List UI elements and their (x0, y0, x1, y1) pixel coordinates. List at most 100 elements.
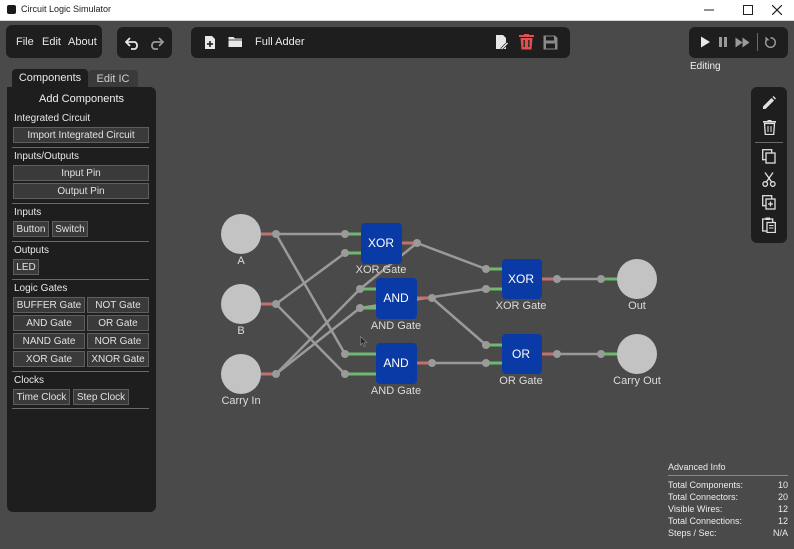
new-file-icon[interactable] (202, 33, 218, 51)
not-gate-button[interactable]: NOT Gate (87, 297, 149, 313)
stat-label: Total Connectors: (668, 492, 739, 502)
maximize-icon (743, 5, 753, 15)
wire[interactable] (274, 233, 347, 355)
and-gate-2[interactable] (341, 343, 436, 384)
project-name[interactable]: Full Adder (255, 36, 305, 48)
menu-edit[interactable]: Edit (42, 36, 61, 48)
paste-icon[interactable] (760, 216, 778, 234)
gate-symbol: OR (512, 347, 530, 361)
gate-label: OR Gate (499, 375, 543, 387)
stat-row: Total Connectors: 20 (668, 492, 788, 502)
stat-value: 12 (777, 504, 788, 514)
led-component-button[interactable]: LED (13, 259, 39, 275)
stat-value: 10 (777, 480, 788, 490)
wire[interactable] (359, 242, 418, 290)
buffer-gate-button[interactable]: BUFFER Gate (13, 297, 85, 313)
gate-symbol: XOR (367, 236, 395, 250)
tab-edit-ic[interactable]: Edit IC (88, 70, 138, 88)
divider (12, 241, 149, 242)
divider (668, 475, 788, 476)
tab-components[interactable]: Components (12, 69, 88, 87)
simulation-status: Editing (690, 61, 721, 72)
stat-row: Steps / Sec: N/A (668, 528, 788, 538)
button-component-button[interactable]: Button (13, 221, 49, 237)
section-logic-gates: Logic Gates (14, 283, 68, 294)
output-pin-out[interactable] (597, 259, 657, 299)
save-icon[interactable] (541, 33, 559, 51)
xor-gate-button[interactable]: XOR Gate (13, 351, 85, 367)
or-gate-button[interactable]: OR Gate (87, 315, 149, 331)
undo-icon[interactable] (124, 34, 142, 52)
pin-label: Out (628, 300, 646, 312)
wire[interactable] (275, 307, 361, 375)
time-clock-button[interactable]: Time Clock (13, 389, 70, 405)
minimize-button[interactable] (692, 0, 726, 20)
divider (12, 279, 149, 280)
gate-label: AND Gate (370, 320, 422, 332)
divider (12, 147, 149, 148)
section-inputs-outputs: Inputs/Outputs (14, 151, 80, 162)
pin-label: B (237, 325, 245, 337)
menu-bar (6, 25, 102, 58)
step-clock-button[interactable]: Step Clock (73, 389, 129, 405)
wire[interactable] (431, 297, 487, 346)
cut-icon[interactable] (760, 170, 778, 188)
and-gate-1[interactable] (356, 278, 436, 319)
wire[interactable] (275, 251, 346, 306)
menu-about[interactable]: About (68, 36, 97, 48)
switch-component-button[interactable]: Switch (52, 221, 88, 237)
gate-label: XOR Gate (355, 264, 407, 276)
redo-icon[interactable] (147, 34, 165, 52)
pin-label: Carry In (221, 395, 261, 407)
maximize-button[interactable] (731, 0, 765, 20)
title-bar: Circuit Logic Simulator (0, 0, 794, 21)
input-pin-a[interactable] (221, 214, 280, 254)
section-integrated-circuit: Integrated Circuit (14, 113, 91, 124)
or-gate-1[interactable] (482, 334, 561, 374)
minimize-icon (704, 9, 714, 11)
gate-label: AND Gate (370, 385, 422, 397)
stat-label: Total Components: (668, 480, 744, 490)
reset-icon[interactable] (762, 34, 778, 50)
input-pin-button[interactable]: Input Pin (13, 165, 149, 181)
fast-forward-icon[interactable] (734, 34, 752, 50)
input-pin-b[interactable] (221, 284, 280, 324)
wire[interactable] (275, 288, 361, 375)
close-button[interactable] (760, 0, 794, 20)
rename-icon[interactable] (494, 33, 510, 51)
xor-gate-2[interactable] (482, 259, 561, 299)
xnor-gate-button[interactable]: XNOR Gate (87, 351, 149, 367)
section-inputs: Inputs (14, 207, 42, 218)
stat-label: Visible Wires: (668, 504, 723, 514)
import-integrated-circuit-button[interactable]: Import Integrated Circuit (13, 127, 149, 143)
play-icon[interactable] (697, 34, 713, 50)
sidebar-title: Add Components (39, 93, 124, 105)
nand-gate-button[interactable]: NAND Gate (13, 333, 85, 349)
input-pin-carry-in[interactable] (221, 354, 280, 394)
wire[interactable] (416, 241, 487, 271)
xor-gate-1[interactable] (341, 223, 421, 264)
and-gate-button[interactable]: AND Gate (13, 315, 85, 331)
duplicate-icon[interactable] (760, 193, 778, 211)
stat-value: 20 (777, 492, 788, 502)
pause-icon[interactable] (715, 34, 731, 50)
stat-label: Steps / Sec: (668, 528, 717, 538)
stat-row: Visible Wires: 12 (668, 504, 788, 514)
pin-label: Carry Out (613, 375, 661, 387)
stat-value: 12 (777, 516, 788, 526)
output-pin-button[interactable]: Output Pin (13, 183, 149, 199)
toolbar-divider (755, 142, 783, 143)
nor-gate-button[interactable]: NOR Gate (87, 333, 149, 349)
close-icon (772, 5, 782, 15)
gate-symbol: AND (383, 291, 409, 305)
pencil-icon[interactable] (760, 94, 778, 112)
open-folder-icon[interactable] (226, 34, 244, 50)
menu-file[interactable]: File (16, 36, 34, 48)
output-pin-carry-out[interactable] (597, 334, 657, 374)
copy-icon[interactable] (760, 147, 778, 165)
delete-project-icon[interactable] (517, 33, 535, 51)
window-title: Circuit Logic Simulator (21, 4, 112, 14)
trash-icon[interactable] (760, 118, 778, 136)
app-icon (7, 5, 16, 14)
